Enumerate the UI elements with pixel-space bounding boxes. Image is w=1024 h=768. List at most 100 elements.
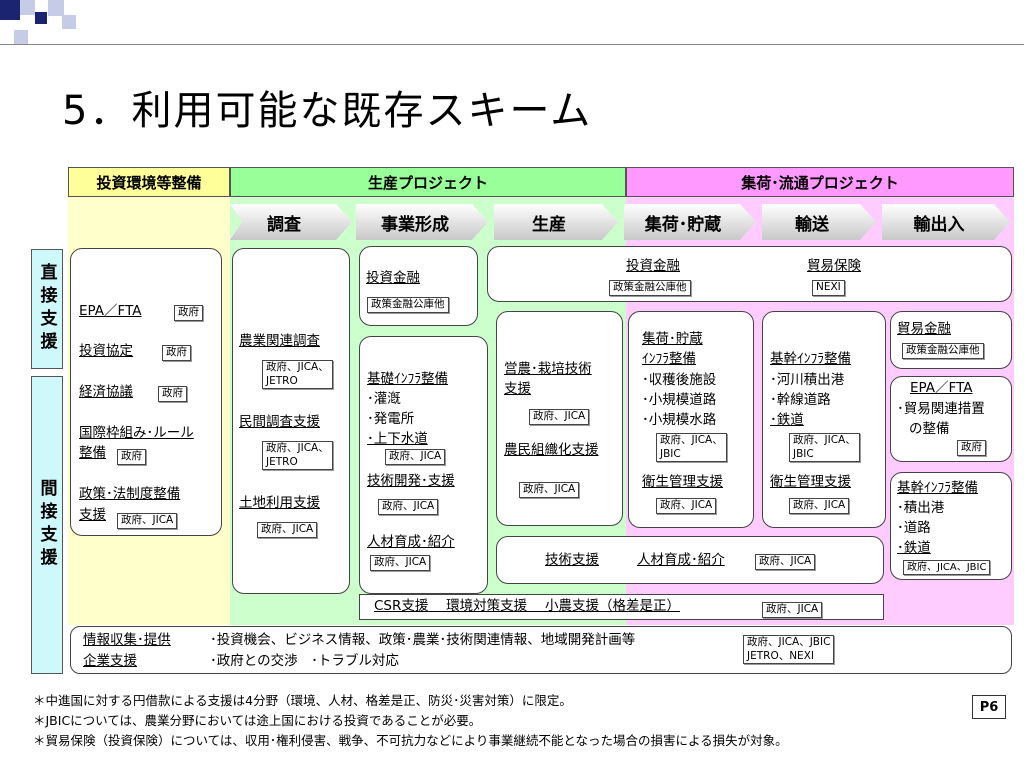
transport-bullet-1: ･河川積出港 [770, 372, 845, 388]
top-invest-finance: 投資金融 [626, 258, 680, 274]
support-row-box [496, 536, 884, 584]
transport-title: 基幹ｲﾝﾌﾗ整備 [770, 351, 851, 367]
env-economic-talks: 経済協議 [79, 384, 133, 400]
indirect-desc-2: ･政府との交渉 ･トラブル対応 [210, 653, 399, 669]
header-distribution: 集荷･流通プロジェクト [626, 167, 1014, 197]
trade-infra: 基幹ｲﾝﾌﾗ整備 [897, 480, 978, 496]
csr-row-text: CSR支援 環境対策支援 小農支援（格差是正） [374, 598, 680, 614]
transport-tag: 政府、JICA、 JBIC [789, 433, 860, 463]
infra-tag: 政府、JICA [385, 449, 446, 465]
survey-agri: 農業関連調査 [239, 333, 320, 349]
trade-epa-bullet: ･貿易関連措置 [897, 401, 985, 417]
deco-line [0, 44, 1024, 45]
trade-epa: EPA／FTA [910, 380, 973, 396]
trade-finance-box [890, 311, 1012, 369]
infra-hr-tag: 政府、JICA [370, 555, 431, 571]
trade-finance-tag: 政策金融公庫他 [902, 343, 984, 359]
stage-arrow-storage: 集荷･貯蔵 [624, 204, 756, 240]
header-production: 生産プロジェクト [230, 167, 626, 197]
survey-private-tag: 政府、JICA、 JETRO [262, 441, 333, 471]
stage-arrow-formation: 事業形成 [356, 204, 488, 240]
storage-hygiene-tag: 政府、JICA [656, 498, 717, 514]
top-insurance-tag: NEXI [812, 280, 845, 296]
infra-box [359, 336, 488, 594]
storage-bullet-1: ･収穫後施設 [642, 372, 717, 388]
env-policy-support: 政策･法制度整備 [79, 486, 181, 502]
storage-bullet-3: ･小規模水路 [642, 412, 717, 428]
env-epa: EPA／FTA [79, 303, 142, 319]
production-org-tag: 政府、JICA [519, 482, 580, 498]
storage-tag: 政府、JICA、 JBIC [656, 433, 727, 463]
footnote: ＊JBICについては、農業分野においては途上国における投資であることが必要。 [33, 713, 482, 728]
deco-square [14, 30, 28, 44]
top-trade-insurance: 貿易保険 [807, 258, 861, 274]
indirect-info: 情報収集･提供 [83, 632, 171, 648]
env-policy-support-tag: 政府、JICA [117, 513, 178, 529]
env-policy-support-2: 支援 [79, 507, 106, 523]
stage-arrow-survey: 調査 [230, 204, 352, 240]
env-economic-talks-tag: 政府 [158, 386, 187, 402]
support-row-tag: 政府、JICA [755, 554, 816, 570]
csr-row-tag: 政府、JICA [762, 602, 823, 618]
storage-box [628, 311, 754, 528]
deco-square [20, 0, 35, 15]
survey-land: 土地利用支援 [239, 495, 320, 511]
env-investment-treaty: 投資協定 [79, 343, 133, 359]
trade-epa-box [890, 376, 1012, 462]
survey-private: 民間調査支援 [239, 414, 320, 430]
page-title: 5．利用可能な既存スキーム [62, 88, 593, 134]
support-tech: 技術支援 [545, 552, 599, 568]
transport-bullet-3: ･鉄道 [770, 412, 804, 428]
infra-hr: 人材育成･紹介 [367, 534, 455, 550]
trade-infra-bullet-3: ･鉄道 [897, 540, 931, 556]
deco-square [62, 15, 76, 29]
trade-epa-bullet-2: の整備 [909, 421, 950, 437]
production-org: 農民組織化支援 [504, 442, 599, 458]
production-farming-2: 支援 [504, 381, 531, 397]
production-farming: 営農･栽培技術 [504, 361, 592, 377]
infra-basic: 基礎ｲﾝﾌﾗ整備 [367, 371, 448, 387]
storage-title-2: ｲﾝﾌﾗ整備 [642, 351, 696, 367]
storage-hygiene: 衛生管理支援 [642, 474, 723, 490]
transport-bullet-2: ･幹線道路 [770, 392, 831, 408]
top-finance-box [487, 246, 1012, 302]
stage-arrow-trade: 輸出入 [882, 204, 1010, 240]
transport-box [762, 311, 886, 528]
support-hr: 人材育成･紹介 [637, 552, 725, 568]
top-invest-tag: 政策金融公庫他 [609, 280, 691, 296]
survey-land-tag: 政府、JICA [257, 522, 318, 538]
trade-finance: 貿易金融 [897, 321, 951, 337]
invest-finance-tag: 政策金融公庫他 [367, 297, 449, 313]
storage-title: 集荷･貯蔵 [642, 331, 703, 347]
indirect-tag: 政府、JICA、JBIC JETRO、NEXI [743, 635, 835, 665]
invest-finance-box [359, 246, 478, 326]
header-env: 投資環境等整備 [68, 167, 230, 197]
env-investment-treaty-tag: 政府 [162, 345, 191, 361]
indirect-box [70, 626, 1012, 674]
transport-hygiene: 衛生管理支援 [770, 474, 851, 490]
env-intl-framework-2: 整備 [79, 445, 106, 461]
infra-bullet-irrigation: ･灌漑 [367, 391, 401, 407]
deco-square [48, 0, 64, 16]
survey-agri-tag: 政府、JICA、 JETRO [262, 360, 333, 390]
infra-bullet-water: ･上下水道 [367, 431, 428, 447]
trade-infra-bullet-2: ･道路 [897, 520, 931, 536]
production-tag: 政府、JICA [529, 409, 590, 425]
footnote: ＊貿易保険（投資保険）については、収用･権利侵害、戦争、不可抗力などにより事業継… [33, 733, 788, 748]
deco-square [35, 12, 47, 24]
trade-epa-tag: 政府 [957, 440, 986, 456]
deco-square [0, 0, 20, 20]
infra-bullet-power: ･発電所 [367, 411, 415, 427]
indirect-desc-1: ･投資機会、ビジネス情報、政策･農業･技術関連情報、地域開発計画等 [210, 632, 636, 648]
stage-arrow-production: 生産 [494, 204, 618, 240]
trade-infra-bullet-1: ･積出港 [897, 500, 945, 516]
env-epa-tag: 政府 [174, 305, 203, 321]
stage-arrow-transport: 輸送 [762, 204, 876, 240]
footnote: ＊中進国に対する円借款による支援は4分野（環境、人材、格差是正、防災･災害対策）… [33, 693, 572, 708]
transport-hygiene-tag: 政府、JICA [789, 498, 850, 514]
env-box [70, 248, 222, 536]
page-number: P6 [972, 695, 1006, 719]
storage-bullet-2: ･小規模道路 [642, 392, 717, 408]
infra-tech-tag: 政府、JICA [378, 499, 439, 515]
infra-tech-dev: 技術開発･支援 [367, 473, 455, 489]
